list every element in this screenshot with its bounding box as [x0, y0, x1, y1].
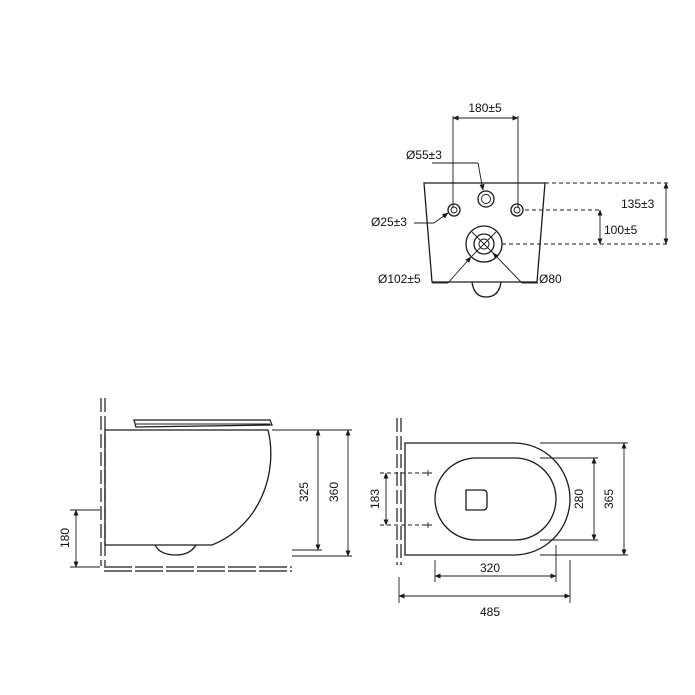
rear-bottom-bulge — [471, 281, 502, 298]
dim-overall-length: 485 — [480, 605, 500, 619]
dim-mount-height: 180 — [58, 528, 72, 548]
dim-seat-width: 280 — [572, 489, 586, 509]
bolt-marker-top: + — [424, 466, 431, 480]
dim-inlet-spacing: 180±5 — [468, 101, 502, 115]
dim-outlet-outer-diameter: Ø102±5 — [378, 272, 421, 286]
dim-bowl-height: 325 — [297, 482, 311, 502]
rear-body-outline — [423, 182, 546, 283]
dim-overall-width: 365 — [602, 489, 616, 509]
dim-flush-pipe-height: 135±3 — [621, 197, 655, 211]
dim-bolt-hole-diameter: Ø25±3 — [371, 215, 407, 229]
outlet-inner — [473, 233, 495, 255]
bowl-body — [104, 429, 272, 546]
side-view: 180 325 360 — [58, 398, 352, 572]
outlet-core — [478, 238, 490, 250]
bowl-outline — [404, 442, 571, 556]
seat-lid — [133, 419, 273, 428]
dim-flush-pipe-diameter: Ø55±3 — [406, 148, 442, 162]
drain-shape — [465, 489, 488, 511]
seat-opening — [434, 457, 557, 541]
bolt-marker-bottom: + — [424, 518, 431, 532]
dim-overall-height: 360 — [327, 482, 341, 502]
bolt-hole-left — [447, 203, 461, 217]
flush-pipe-inner — [481, 194, 491, 204]
bolt-hole-left-inner — [450, 206, 458, 214]
flush-pipe-outer — [477, 190, 495, 208]
bolt-hole-right-inner — [513, 206, 521, 214]
dim-bolt-spacing: 183 — [368, 489, 382, 509]
top-view: + + 183 280 365 320 485 — [368, 418, 628, 619]
dim-bowl-depth: 320 — [480, 561, 500, 575]
bolt-hole-right — [510, 203, 524, 217]
side-bottom-bulge — [154, 544, 197, 556]
dim-outlet-height: 100±5 — [604, 223, 638, 237]
rear-view: 180±5 Ø55±3 Ø25±3 Ø102±5 Ø80 — [371, 101, 669, 298]
dim-outlet-inner-diameter: Ø80 — [539, 272, 562, 286]
